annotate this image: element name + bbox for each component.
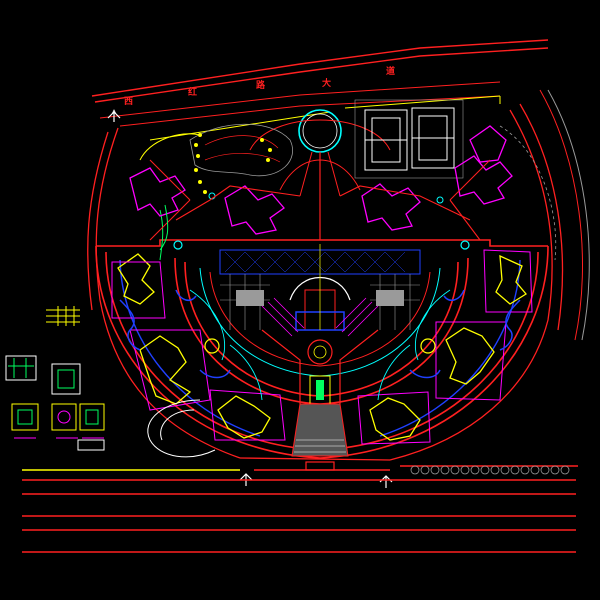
- road-name-char: 西: [124, 96, 133, 107]
- detail-drawings: [5, 355, 105, 451]
- building-plots: [111, 249, 533, 445]
- east-property-line: [499, 125, 557, 261]
- north-garden: [139, 123, 293, 261]
- north-arrow-icon: [107, 109, 121, 122]
- residential-buildings-south: [117, 253, 527, 441]
- north-road: [91, 39, 549, 127]
- road-name-char: 大: [322, 77, 331, 89]
- internal-roads: [149, 159, 491, 241]
- east-edge-arcs: [539, 89, 590, 341]
- west-green-path: [159, 204, 169, 251]
- central-plaza: [219, 244, 421, 337]
- north-parking-strip: [149, 95, 501, 141]
- road-name-char: 道: [386, 65, 395, 77]
- road-name-label: 西 红 路 大 道: [124, 65, 395, 107]
- west-entrance-ramp: [46, 306, 80, 326]
- central-axis-walkway: [261, 329, 379, 471]
- road-name-char: 红: [188, 86, 197, 98]
- south-highway: [22, 465, 578, 553]
- residential-buildings-north: [129, 125, 513, 235]
- tennis-courts: [354, 99, 464, 179]
- road-name-char: 路: [256, 79, 266, 91]
- water-features: [119, 289, 521, 379]
- landscape-paths: [189, 289, 451, 401]
- southwest-cul-de-sac: [147, 399, 216, 458]
- site-boundary: [87, 103, 564, 461]
- south-tree-row: [410, 465, 570, 475]
